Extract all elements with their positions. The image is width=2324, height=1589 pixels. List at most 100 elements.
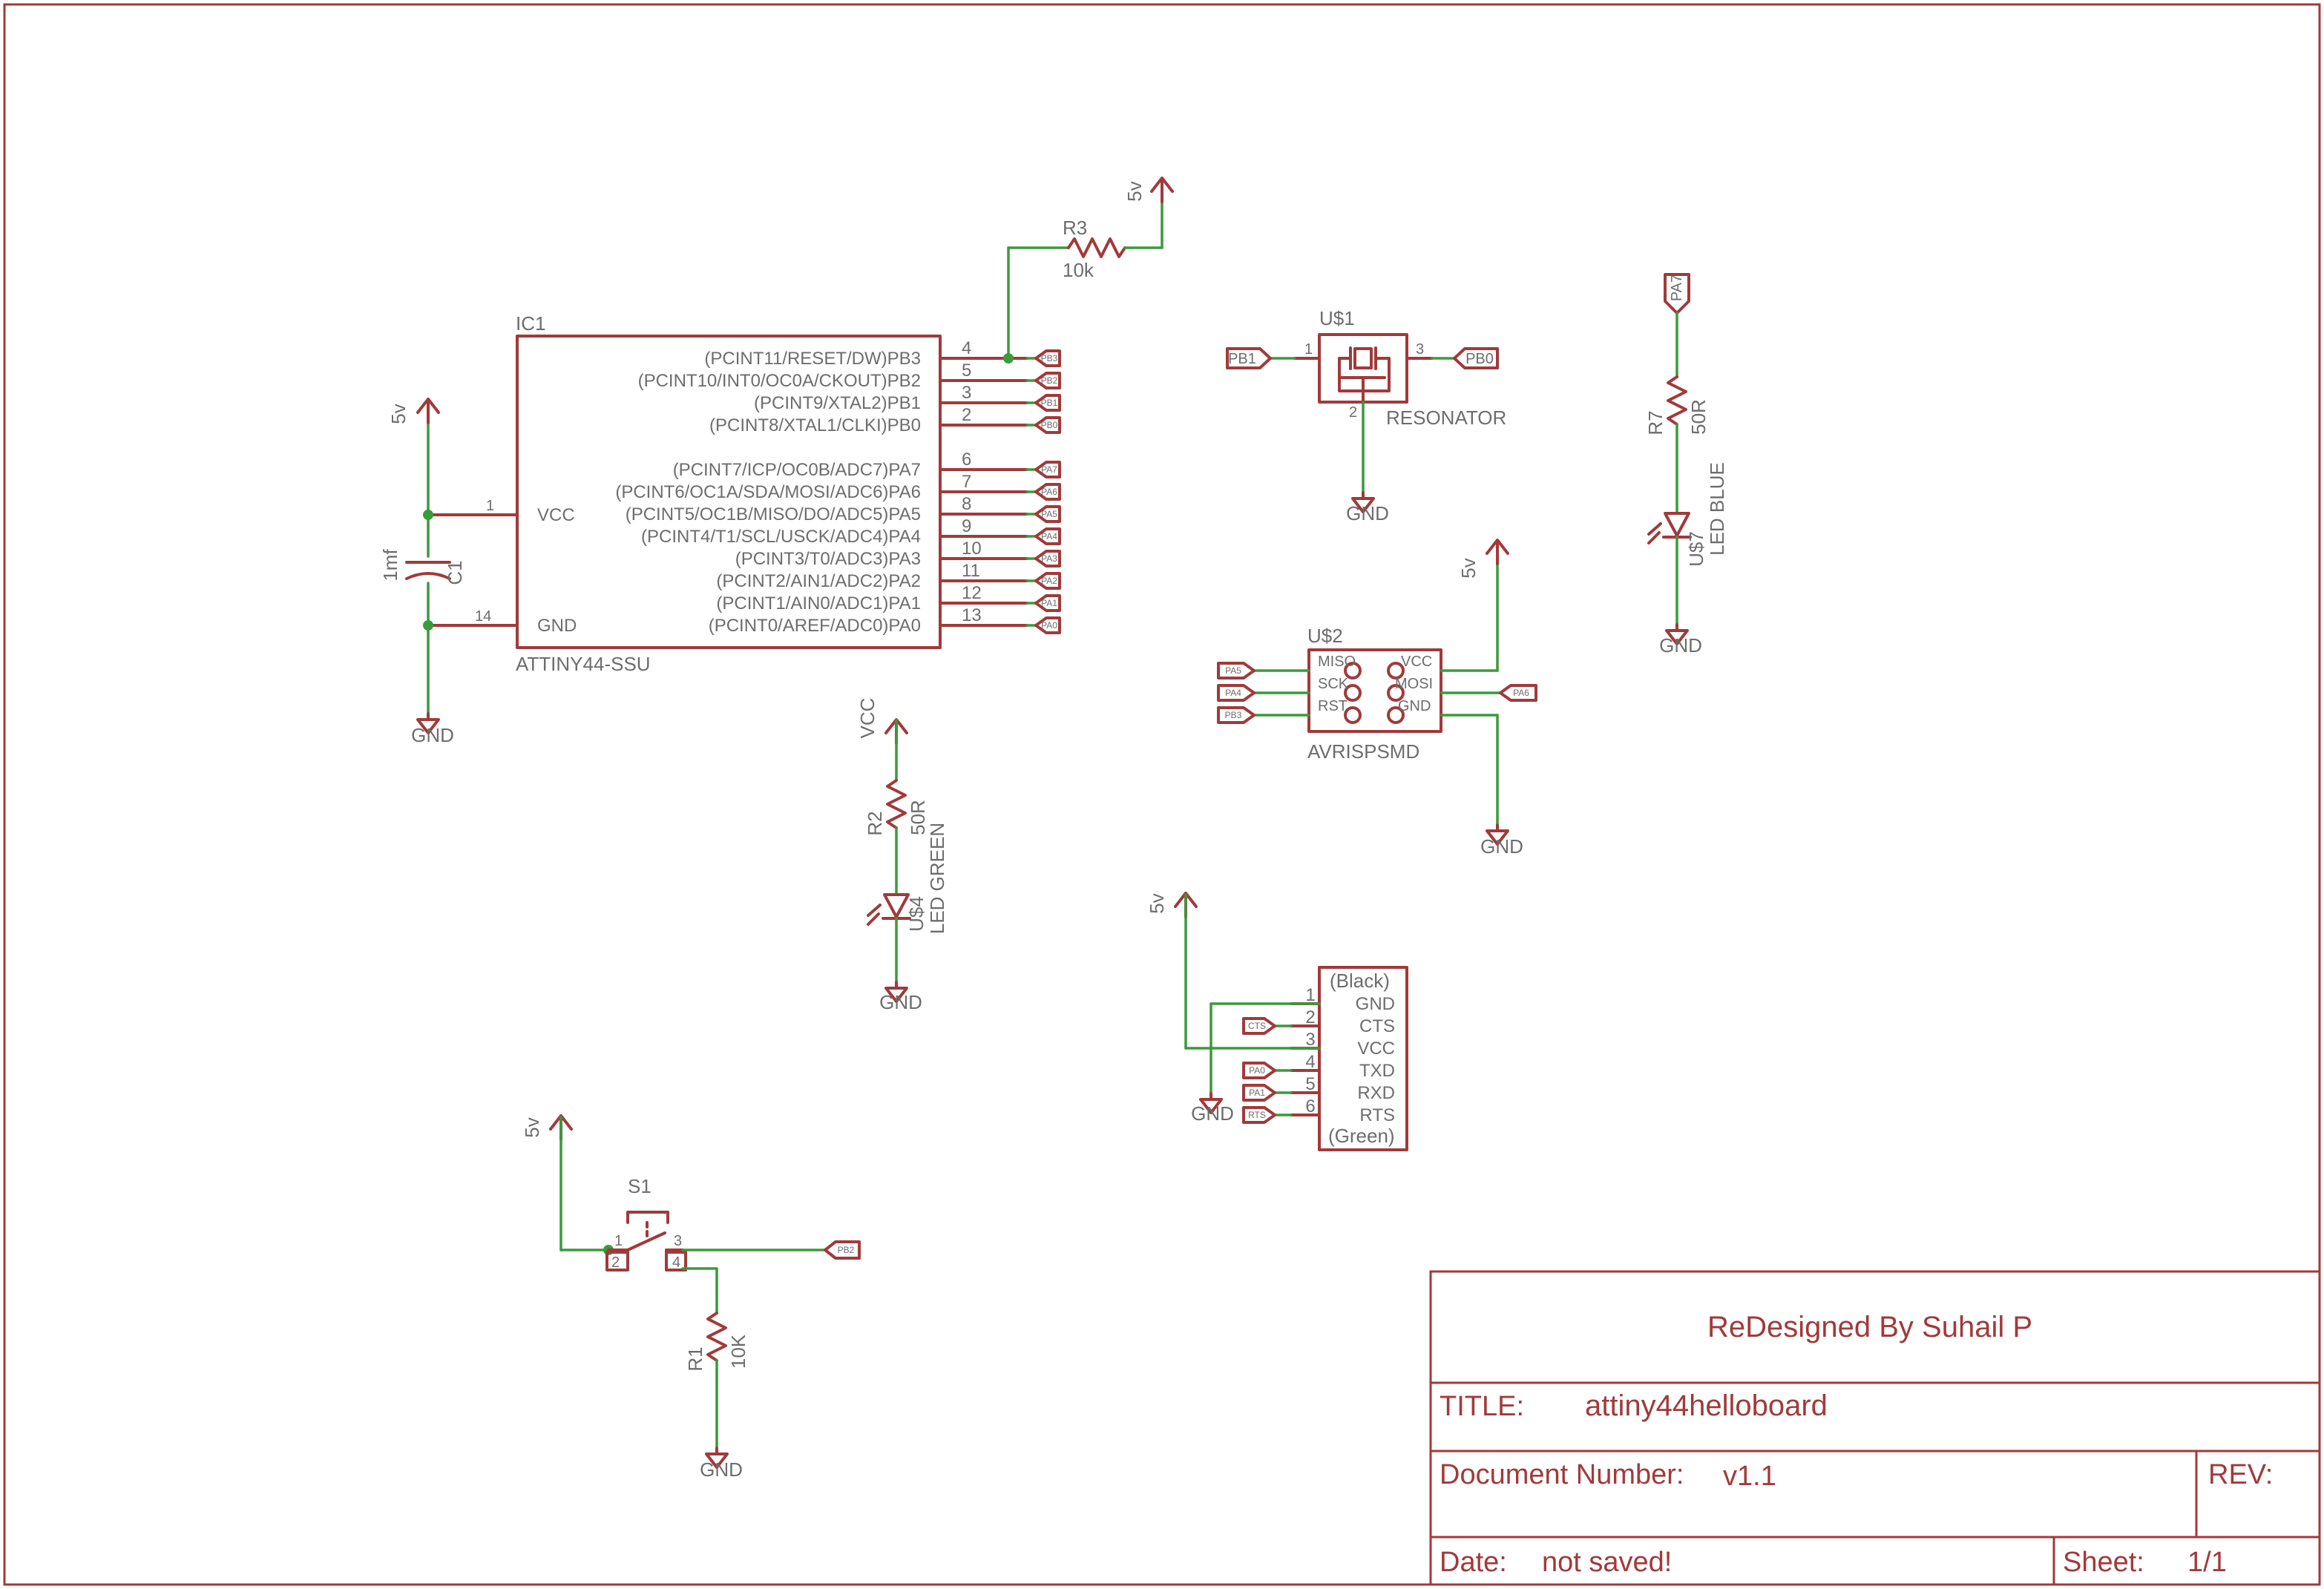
u2-gnd-label: GND <box>1480 835 1523 858</box>
u1-value: RESONATOR <box>1386 407 1506 429</box>
ftdi-pin-net: PA0 <box>1249 1065 1265 1076</box>
net-label-flag <box>1242 1062 1276 1079</box>
ftdi-pin-net: PA1 <box>1249 1088 1265 1098</box>
docnum-value: v1.1 <box>1723 1461 1776 1492</box>
ic1-pin-number: 11 <box>962 561 980 581</box>
ic1-pin-net: PA2 <box>1041 576 1057 586</box>
ic1-pin-name: (PCINT5/OC1B/MISO/DO/ADC5)PA5 <box>626 504 921 524</box>
ic1-pin-name: (PCINT2/AIN1/ADC2)PA2 <box>716 571 921 591</box>
ftdi-pin-name: RXD <box>1357 1083 1395 1103</box>
s1-pin2: 2 <box>611 1254 620 1271</box>
r7-value: 50R <box>1687 399 1710 435</box>
c1-gnd-label: GND <box>411 724 454 746</box>
ftdi-pin-number: 3 <box>1305 1030 1315 1050</box>
u4-ref: U$4 <box>905 896 928 932</box>
ic1-pin-number: 7 <box>962 472 971 492</box>
u2-pin-right-0: VCC <box>1401 654 1432 670</box>
ftdi-bottom-label: (Green) <box>1328 1125 1395 1147</box>
green-led-branch: VCC R2 50R GND U$4 LED GREEN <box>856 698 948 1013</box>
title-value: attiny44helloboard <box>1585 1389 1828 1422</box>
net-label-flag <box>1034 483 1061 501</box>
net-label-flag <box>1034 372 1061 389</box>
ic1-pin-number: 6 <box>962 450 971 470</box>
ftdi-pin-name: CTS <box>1359 1016 1395 1036</box>
s1-ref: S1 <box>628 1175 651 1197</box>
pa7-net-label: PA7 <box>1669 274 1685 301</box>
ic1-pin-number: 3 <box>962 383 971 403</box>
u1-net-left: PB1 <box>1228 351 1256 367</box>
designer-credit: ReDesigned By Suhail P <box>1707 1311 2032 1343</box>
date-value: not saved! <box>1542 1547 1672 1578</box>
u1-resonator: U$1 RESONATOR 1 3 2 GND PB1 PB0 <box>1226 307 1506 524</box>
sheet-label: Sheet: <box>2063 1547 2144 1578</box>
u1-gnd-label: GND <box>1346 502 1389 524</box>
ic1-pin-net: PB1 <box>1041 398 1058 408</box>
u7-gnd-label: GND <box>1659 634 1702 657</box>
net-label-flag <box>1242 1084 1276 1102</box>
rev-label: REV: <box>2208 1459 2273 1490</box>
u7-ref: U$7 <box>1685 531 1707 567</box>
ftdi-pin-name: VCC <box>1357 1039 1395 1059</box>
net-label-flag <box>1034 594 1061 612</box>
ic1-attiny44: IC1 ATTINY44-SSU VCC GND 1 14 (PCINT11/R… <box>429 312 1061 675</box>
net-label-flag <box>1034 572 1061 590</box>
r2-ref: R2 <box>864 811 886 835</box>
s1-net: PB2 <box>838 1245 855 1255</box>
u1-ref: U$1 <box>1319 307 1355 329</box>
c1-capacitor: C1 1mf 5v GND <box>379 398 466 746</box>
title-block: ReDesigned By Suhail P TITLE: attiny44he… <box>1429 1270 2321 1586</box>
s1-5v-label: 5v <box>521 1117 543 1137</box>
net-label-flag <box>1034 416 1061 434</box>
s1-switch: 5v S1 1 2 3 4 PB2 R1 10K GND <box>521 1114 861 1481</box>
ftdi-pin-net: RTS <box>1248 1110 1266 1120</box>
ic1-part: ATTINY44-SSU <box>516 653 651 675</box>
s1-pin4: 4 <box>672 1254 680 1271</box>
r3-5v-label: 5v <box>1123 181 1146 201</box>
u2-ref: U$2 <box>1307 625 1343 647</box>
c1-value: 1mf <box>379 549 401 582</box>
ic1-pin-name: (PCINT9/XTAL2)PB1 <box>754 393 921 413</box>
drawing-frame <box>3 3 2321 1586</box>
ic1-pin-number: 10 <box>962 539 982 559</box>
ic1-pin-net: PA6 <box>1041 487 1057 497</box>
ic1-pin-net: PA4 <box>1041 531 1057 542</box>
date-label: Date: <box>1440 1547 1507 1578</box>
u2-value: AVRISPSMD <box>1307 740 1419 763</box>
r3-resistor: 5v R3 10k <box>1003 177 1174 363</box>
ftdi-pin-name: GND <box>1356 994 1395 1014</box>
ic1-pin-number: 2 <box>962 405 971 425</box>
c1-5v-label: 5v <box>387 404 410 424</box>
u2-pin-left-1: SCK <box>1318 676 1349 692</box>
ic1-pin-number: 9 <box>962 516 971 536</box>
net-label-flag <box>1034 349 1061 367</box>
u2-avrisp-header: U$2 AVRISPSMD MISO SCK RST VCC MOSI GND … <box>1217 539 1537 858</box>
ic1-pin-name: (PCINT1/AIN0/ADC1)PA1 <box>716 593 921 613</box>
ic1-pin-name: (PCINT7/ICP/OC0B/ADC7)PA7 <box>673 460 921 480</box>
ic1-gnd-label: GND <box>537 616 577 636</box>
ftdi-pin-name: RTS <box>1359 1105 1395 1125</box>
r1-value: 10K <box>727 1334 749 1369</box>
ic1-pin-name: (PCINT4/T1/SCL/USCK/ADC4)PA4 <box>641 527 921 547</box>
title-label: TITLE: <box>1440 1391 1524 1422</box>
r7-ref: R7 <box>1644 410 1667 435</box>
ic1-vcc-pin: 1 <box>486 498 494 514</box>
ic1-pin-net: PB0 <box>1041 420 1058 430</box>
ftdi-pin-number: 1 <box>1305 985 1315 1005</box>
u2-pin-left-2: RST <box>1318 698 1348 714</box>
ic1-pin-net: PB2 <box>1041 375 1058 386</box>
r2-value: 50R <box>907 800 929 835</box>
ic1-pin-number: 5 <box>962 361 971 381</box>
ic1-pin-net: PA0 <box>1041 620 1057 631</box>
net-label-flag <box>1034 527 1061 545</box>
ftdi-pin-name: TXD <box>1359 1061 1395 1081</box>
ic1-pin-number: 4 <box>962 338 971 358</box>
ic1-vcc-label: VCC <box>537 505 575 525</box>
ic1-pin-name: (PCINT8/XTAL1/CLKI)PB0 <box>709 415 921 435</box>
net-label-flag <box>1034 550 1061 568</box>
u1-pin1: 1 <box>1304 341 1313 358</box>
r1-gnd-label: GND <box>700 1458 743 1481</box>
ic1-pin-name: (PCINT10/INT0/OC0A/CKOUT)PB2 <box>638 371 921 391</box>
